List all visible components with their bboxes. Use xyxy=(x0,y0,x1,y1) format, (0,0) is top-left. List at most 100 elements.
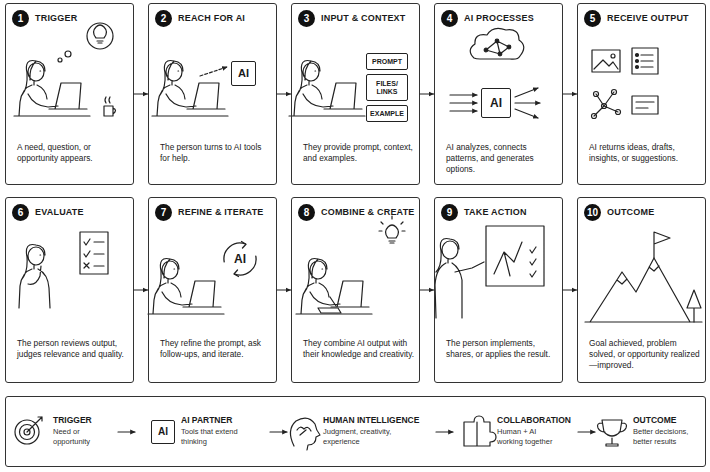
ai-box: FILES/ LINKS xyxy=(366,74,408,101)
step-number: 1 xyxy=(12,10,29,27)
step-description: They provide prompt, context, and exampl… xyxy=(303,142,416,164)
band-arrow xyxy=(436,431,453,432)
coffee-mug xyxy=(104,97,116,116)
box-label: EXAMPLE xyxy=(370,110,404,117)
step-number: 3 xyxy=(298,10,315,27)
mountain-peaks xyxy=(585,258,702,322)
summary-band: TRIGGER Need or opportunity AI PARTNER Tool… xyxy=(5,396,706,467)
summary-note: Tools that extend thinking xyxy=(181,427,251,446)
person-figure xyxy=(152,61,228,117)
target-icon xyxy=(15,417,42,444)
step-description: They combine AI output with their knowle… xyxy=(303,338,416,360)
flow-arrow xyxy=(134,93,148,94)
ai-box: AI xyxy=(231,61,256,86)
step-number: 2 xyxy=(155,10,172,27)
step-panel: 1 TRIGGER A need, question, or opportunity… xyxy=(5,3,134,185)
document-icon xyxy=(632,96,658,114)
human-head-icon xyxy=(290,418,320,450)
step-number: 7 xyxy=(155,204,172,221)
step-title: REFINE & ITERATE xyxy=(178,207,276,218)
step-number: 5 xyxy=(584,10,601,27)
summit-flag xyxy=(654,232,670,258)
thought-dot xyxy=(65,51,71,57)
summary-note: Human + AI working together xyxy=(497,427,561,446)
step-panel: 2REACH FOR AIThe person turns to AI tool… xyxy=(148,3,277,185)
summary-note: Need or opportunity xyxy=(53,427,105,446)
input-arrow xyxy=(450,110,477,111)
trophy-icon xyxy=(598,420,627,446)
flow-arrow xyxy=(420,289,434,290)
summary-note: Judgment, creativity, experience xyxy=(323,427,407,446)
step-panel: 6 EVALUATE The person reviews output, judg… xyxy=(5,197,134,383)
cloud-shape xyxy=(470,28,524,59)
cycle-arrowhead xyxy=(234,270,239,277)
board-chart xyxy=(486,226,544,286)
output-arrow xyxy=(515,109,538,118)
step-panel: 5RECEIVE OUTPUTAI returns ideas, drafts,… xyxy=(577,3,706,185)
ai-box: PROMPT xyxy=(366,53,408,70)
box-label: PROMPT xyxy=(372,58,402,65)
step-title: TRIGGER xyxy=(35,13,133,24)
summary-title: OUTCOME xyxy=(633,415,705,425)
person-figure xyxy=(289,61,365,117)
output-arrow xyxy=(515,88,538,97)
box-label: AI xyxy=(238,68,249,80)
step-panel: 4AI PROCESSESAI analyzes, connects patte… xyxy=(434,3,563,185)
input-arrow xyxy=(450,94,477,95)
lightbulb-icon xyxy=(379,216,405,243)
step-panel: 3 INPUT & CONTEXT They provide prompt, con… xyxy=(291,3,420,185)
band-arrow xyxy=(270,431,287,432)
summary-title: AI PARTNER xyxy=(181,415,271,425)
step-title: INPUT & CONTEXT xyxy=(321,13,419,24)
step-description: The person reviews output, judges releva… xyxy=(17,338,130,360)
ai-box: EXAMPLE xyxy=(366,105,408,122)
step-description: AI returns ideas, drafts, insights, or s… xyxy=(589,142,702,164)
thinking-person xyxy=(19,245,50,309)
summary-title: TRIGGER xyxy=(53,415,123,425)
box-label: FILES/ LINKS xyxy=(367,80,407,95)
ai-box: AI xyxy=(151,420,175,444)
step-panel: 9 TAKE ACTION The person implements, share… xyxy=(434,197,563,383)
flow-arrow xyxy=(277,289,291,290)
step-title: COMBINE & CREATE xyxy=(321,207,419,218)
step-description: The person implements, shares, or applie… xyxy=(446,338,559,360)
step-number: 9 xyxy=(441,204,458,221)
flow-arrow xyxy=(420,93,434,94)
flow-arrow xyxy=(563,289,577,290)
flow-arrow xyxy=(134,289,148,290)
step-panel: 10OUTCOMEGoal achieved, problem solved, … xyxy=(577,197,706,383)
checklist-icon xyxy=(80,232,108,274)
box-label: AI xyxy=(158,427,168,438)
notebook-pen xyxy=(318,297,341,313)
step-description: The person turns to AI tools for help. xyxy=(160,142,273,164)
box-label: AI xyxy=(490,97,502,110)
step-number: 10 xyxy=(584,204,601,221)
person-figure xyxy=(14,61,90,117)
step-description: They refine the prompt, ask follow-ups, … xyxy=(160,338,273,360)
ai-box: AI xyxy=(481,88,511,118)
network-dots xyxy=(484,39,511,56)
summary-title: COLLABORATION xyxy=(497,415,581,425)
box-label: AI xyxy=(234,253,246,266)
step-description: A need, question, or opportunity appears… xyxy=(17,142,130,164)
step-title: TAKE ACTION xyxy=(464,207,562,218)
presenting-person xyxy=(435,239,484,319)
network-icon xyxy=(592,90,621,119)
flow-arrow xyxy=(277,93,291,94)
person-figure xyxy=(296,259,372,315)
step-description: Goal achieved, problem solved, or opport… xyxy=(589,338,702,371)
summary-note: Better decisions, better results xyxy=(633,427,703,446)
step-title: AI PROCESSES xyxy=(464,13,562,24)
band-arrow xyxy=(118,431,135,432)
step-number: 6 xyxy=(12,204,29,221)
cycle-arrowhead xyxy=(242,242,247,249)
iterate-cycle: AI xyxy=(219,238,261,280)
image-icon xyxy=(592,50,620,72)
thought-dot xyxy=(58,58,62,62)
puzzle-icon xyxy=(464,416,496,446)
person-figure xyxy=(148,259,224,315)
step-title: EVALUATE xyxy=(35,207,133,218)
